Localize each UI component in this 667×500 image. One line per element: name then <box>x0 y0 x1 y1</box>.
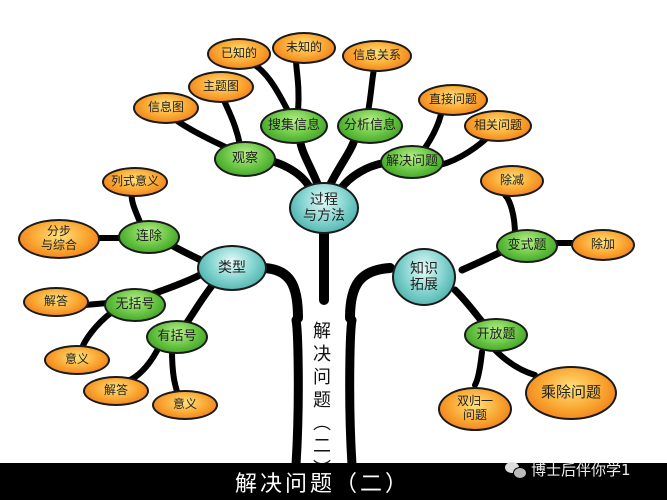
leaf-double-unitary: 双归一 问题 <box>438 387 512 431</box>
node-observe: 观察 <box>214 141 276 177</box>
leaf-step-and-combined: 分步 与综合 <box>18 219 100 259</box>
hub-process-method: 过程 与方法 <box>289 182 359 234</box>
node-collect-info: 搜集信息 <box>260 108 328 144</box>
leaf-divide-subtract: 除减 <box>480 165 544 197</box>
leaf-meaning-1: 意义 <box>44 345 110 375</box>
bottom-title: 解决问题（二） <box>235 472 411 497</box>
trunk-title: 解 决 问 题 ︵ 二 ︶ <box>313 321 331 480</box>
watermark-text: 博士后伴你学1 <box>531 461 631 479</box>
node-consecutive-division: 连除 <box>118 220 180 254</box>
node-with-parentheses: 有括号 <box>146 320 208 354</box>
leaf-divide-add: 除加 <box>571 229 635 261</box>
hub-knowledge-extension: 知识 拓展 <box>392 248 456 306</box>
node-analyze-info: 分析信息 <box>337 108 403 144</box>
leaf-related-problem: 相关问题 <box>464 110 532 142</box>
node-solve-problem: 解决问题 <box>380 145 444 179</box>
hub-types: 类型 <box>197 245 267 291</box>
node-open-problem: 开放题 <box>464 318 528 352</box>
node-no-parentheses: 无括号 <box>104 288 166 322</box>
watermark: 博士后伴你学1 <box>505 459 631 480</box>
leaf-meaning-2: 意义 <box>152 390 218 420</box>
leaf-info-relation: 信息关系 <box>342 40 412 72</box>
wechat-icon <box>505 461 527 479</box>
leaf-theme-graph: 主题图 <box>188 71 254 103</box>
leaf-direct-problem: 直接问题 <box>418 84 488 116</box>
leaf-answer-2: 解答 <box>83 376 149 406</box>
bottom-banner <box>0 463 667 500</box>
leaf-unknown: 未知的 <box>272 32 336 64</box>
node-variant-problem: 变式题 <box>496 229 558 263</box>
leaf-multiply-divide: 乘除问题 <box>525 366 617 420</box>
leaf-formula-meaning: 列式意义 <box>102 167 168 197</box>
leaf-answer-1: 解答 <box>23 287 89 317</box>
leaf-known: 已知的 <box>207 38 271 70</box>
leaf-info-graph: 信息图 <box>133 92 199 124</box>
